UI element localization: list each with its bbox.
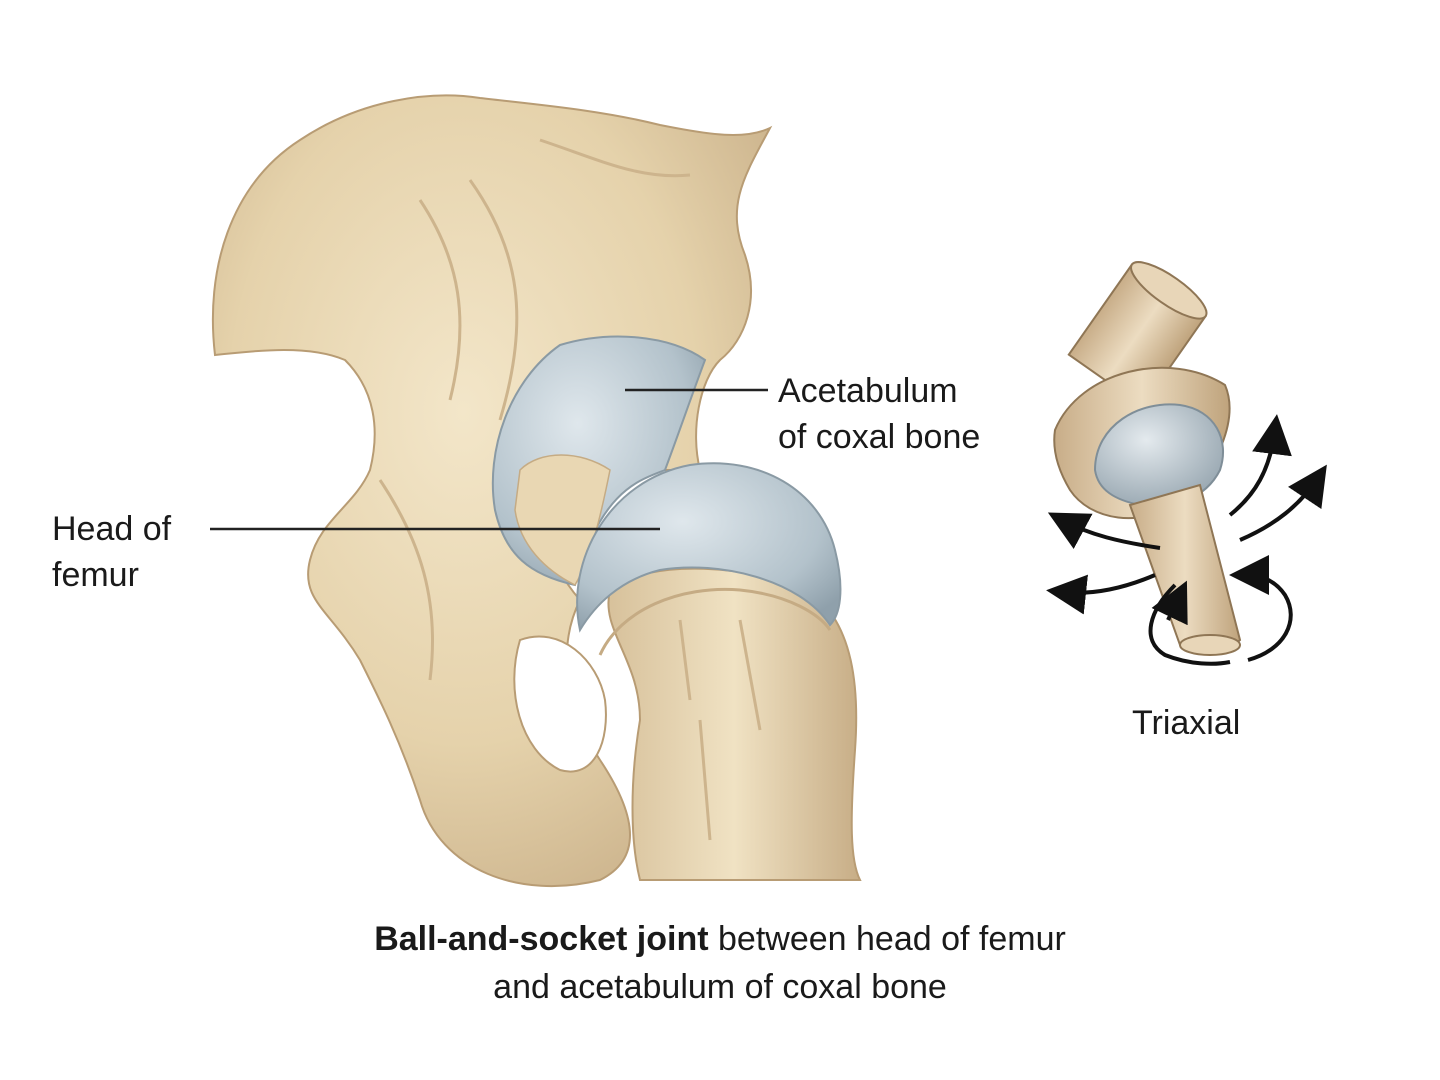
caption-bold-term: Ball-and-socket joint xyxy=(374,920,709,958)
coxal-bone xyxy=(211,94,773,888)
caption-line1-rest: between head of femur xyxy=(708,920,1066,958)
acetabulum-label: Acetabulum of coxal bone xyxy=(778,368,980,460)
triaxial-joint-model xyxy=(1053,261,1242,656)
caption-line2: and acetabulum of coxal bone xyxy=(493,968,947,1006)
femur xyxy=(576,462,862,881)
figure-caption: Ball-and-socket joint between head of fe… xyxy=(0,915,1440,1011)
motion-arrows xyxy=(1046,414,1327,666)
head-of-femur-label-line1: Head of xyxy=(52,510,172,548)
caption-line1: Ball-and-socket joint between head of fe… xyxy=(0,915,1440,963)
acetabulum-label-line1: Acetabulum xyxy=(778,372,958,410)
head-of-femur-label-line2: femur xyxy=(52,556,139,594)
triaxial-label: Triaxial xyxy=(1132,704,1241,742)
head-of-femur-label: Head of femur xyxy=(52,506,171,598)
acetabulum-label-line2: of coxal bone xyxy=(778,418,981,456)
